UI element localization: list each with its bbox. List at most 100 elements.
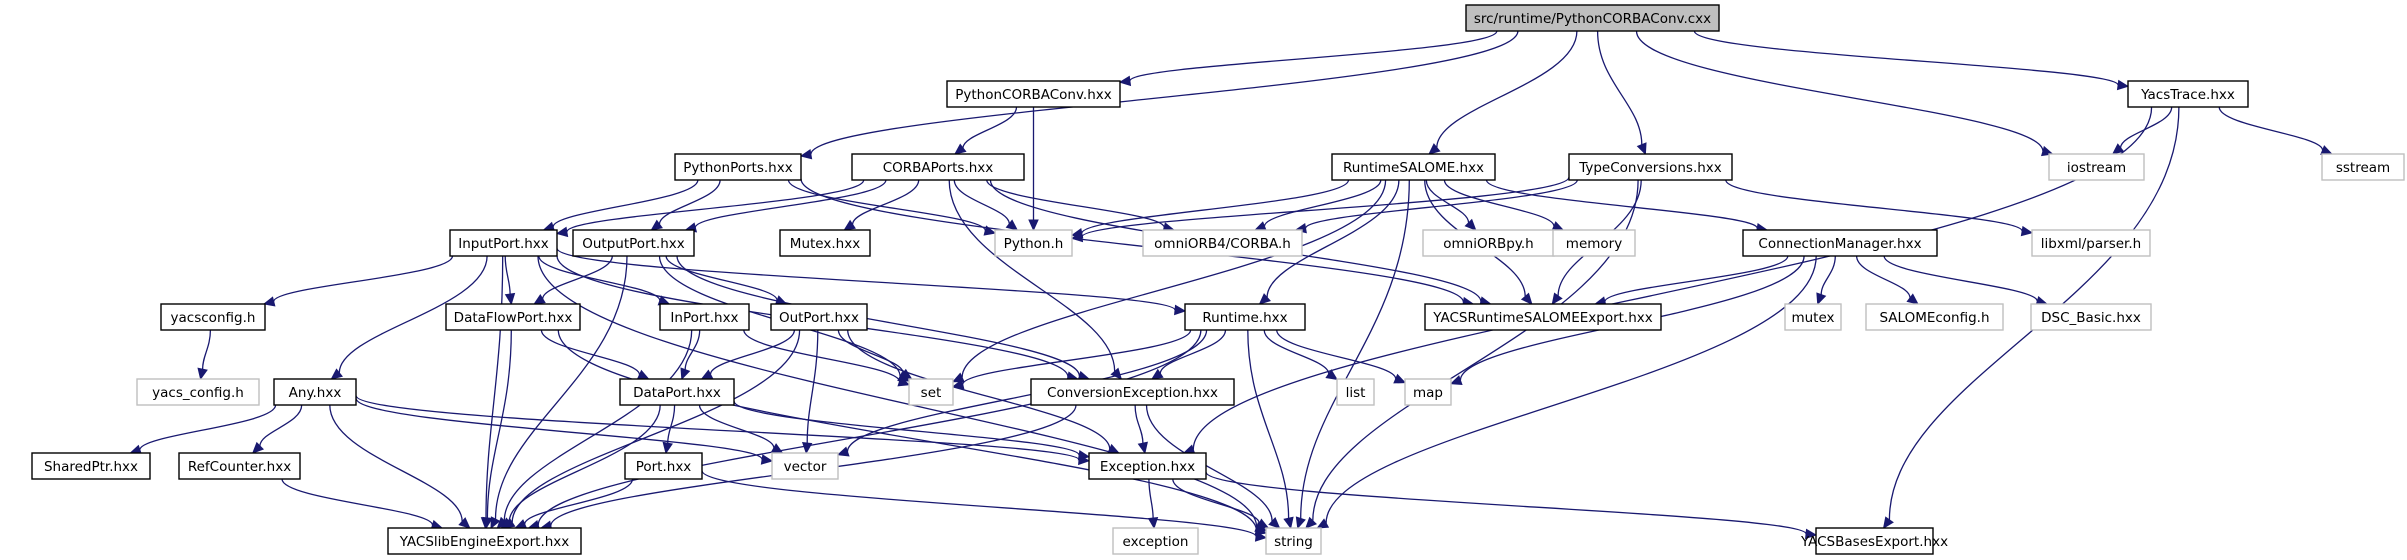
edge-rtsalome-to-memory	[1443, 179, 1565, 231]
node-basesexport[interactable]: YACSBasesExport.hxx	[1800, 527, 1948, 555]
node-box	[2321, 153, 2405, 181]
node-label: OutputPort.hxx	[582, 236, 684, 252]
node-label: CORBAPorts.hxx	[883, 160, 994, 176]
edge-inport-to-dataport	[680, 329, 701, 381]
arrowhead-icon	[1254, 221, 1267, 232]
edge-dataport-to-port	[662, 404, 676, 455]
edge-pyports-to-rtexport	[800, 178, 1475, 308]
node-box	[1331, 153, 1496, 181]
node-label: SharedPtr.hxx	[44, 459, 138, 475]
arrowhead-icon	[1316, 518, 1330, 529]
node-dataflowport[interactable]: DataFlowPort.hxx	[445, 303, 581, 331]
edge-line	[1263, 329, 1330, 374]
node-sstream: sstream	[2321, 153, 2405, 181]
arrowhead-icon	[500, 517, 513, 529]
edge-runtime-to-string	[1247, 329, 1294, 530]
node-dscbasic: DSC_Basic.hxx	[2030, 303, 2152, 331]
edge-connmgr-to-string	[1316, 255, 1817, 529]
node-box	[1784, 303, 1842, 331]
edge-connmgr-to-rtexport	[1594, 255, 1789, 307]
node-port[interactable]: Port.hxx	[624, 452, 703, 480]
edge-line	[962, 329, 1192, 385]
edge-line	[1276, 329, 1397, 380]
node-outport[interactable]: OutPort.hxx	[770, 303, 868, 331]
node-label: yacsconfig.h	[171, 310, 256, 326]
node-exception[interactable]: Exception.hxx	[1088, 452, 1207, 480]
edge-line	[1263, 179, 1382, 227]
nodes-layer: src/runtime/PythonCORBAConv.cxxPythonCOR…	[31, 4, 2405, 555]
node-label: YACSBasesExport.hxx	[1800, 534, 1948, 550]
node-typeconv[interactable]: TypeConversions.hxx	[1568, 153, 1733, 181]
node-vector: vector	[771, 452, 839, 480]
edge-line	[1300, 179, 1410, 519]
node-outputport[interactable]: OutputPort.hxx	[572, 229, 695, 257]
node-stdexception: exception	[1112, 527, 1199, 555]
node-pyports[interactable]: PythonPorts.hxx	[674, 153, 802, 181]
arrowhead-icon	[1305, 516, 1318, 529]
node-root[interactable]: src/runtime/PythonCORBAConv.cxx	[1465, 4, 1720, 32]
node-box	[2048, 153, 2145, 181]
edge-dataport-to-exception	[733, 400, 1091, 461]
node-convexc[interactable]: ConversionException.hxx	[1030, 378, 1235, 406]
node-any[interactable]: Any.hxx	[273, 378, 357, 406]
edge-line	[810, 30, 1519, 155]
arrowhead-icon	[1393, 373, 1407, 384]
edge-root-to-pyports	[799, 30, 1519, 160]
edge-line	[851, 179, 920, 225]
edge-pyports-to-pythonh	[787, 179, 997, 236]
arrowhead-icon	[1551, 292, 1563, 305]
node-label: omniORB4/CORBA.h	[1154, 236, 1291, 252]
node-label: DSC_Basic.hxx	[2041, 310, 2141, 326]
node-connmgr[interactable]: ConnectionManager.hxx	[1742, 229, 1938, 257]
edge-rtsalome-to-omniorb	[1254, 179, 1382, 232]
node-box	[31, 452, 151, 480]
node-sharedptr[interactable]: SharedPtr.hxx	[31, 452, 151, 480]
node-label: Python.h	[1004, 236, 1064, 252]
edge-line	[1436, 30, 1578, 148]
edge-line	[1693, 30, 2119, 86]
arrowhead-icon	[1464, 218, 1477, 231]
arrowhead-icon	[899, 368, 913, 380]
edge-root-to-yacstrace	[1693, 30, 2130, 91]
node-corbaports[interactable]: CORBAPorts.hxx	[851, 153, 1025, 181]
node-label: list	[1346, 385, 1366, 401]
node-inport[interactable]: InPort.hxx	[659, 303, 750, 331]
edge-inputport-to-inport	[538, 255, 671, 306]
arrowhead-icon	[1295, 516, 1306, 530]
node-pcch[interactable]: PythonCORBAConv.hxx	[946, 80, 1121, 108]
arrowhead-icon	[490, 516, 501, 530]
arrowhead-icon	[482, 516, 493, 530]
edge-line	[1304, 179, 1578, 229]
arrowhead-icon	[951, 372, 965, 383]
node-label: YACSRuntimeSALOMEExport.hxx	[1432, 310, 1653, 326]
node-label: OutPort.hxx	[779, 310, 859, 326]
node-rtexport[interactable]: YACSRuntimeSALOMEExport.hxx	[1424, 303, 1662, 331]
node-yacstrace[interactable]: YacsTrace.hxx	[2127, 80, 2249, 108]
edges-layer	[129, 30, 2333, 542]
edge-line	[537, 329, 1202, 526]
node-refcounter[interactable]: RefCounter.hxx	[178, 452, 301, 480]
node-libengine[interactable]: YACSlibEngineExport.hxx	[387, 527, 582, 555]
node-yacsconfig[interactable]: yacsconfig.h	[160, 303, 266, 331]
edge-line	[2218, 106, 2324, 151]
edge-line	[556, 247, 1176, 311]
node-inputport[interactable]: InputPort.hxx	[449, 229, 558, 257]
edge-connmgr-to-salomeconfig	[1855, 255, 1919, 305]
edge-any-to-refcounter	[251, 404, 303, 454]
node-dataport[interactable]: DataPort.hxx	[619, 378, 735, 406]
edge-line	[538, 255, 661, 301]
arrowhead-icon	[843, 219, 856, 231]
node-label: TypeConversions.hxx	[1578, 160, 1722, 176]
edge-inputport-to-libengine	[480, 255, 504, 530]
edge-connmgr-to-dscbasic	[1883, 255, 2049, 307]
edge-line	[658, 179, 721, 225]
node-box	[1265, 527, 1322, 555]
node-mutexh[interactable]: Mutex.hxx	[779, 229, 871, 257]
node-rtsalome[interactable]: RuntimeSALOME.hxx	[1331, 153, 1496, 181]
edge-port-to-string	[701, 470, 1268, 542]
edge-line	[524, 478, 634, 525]
node-runtime[interactable]: Runtime.hxx	[1184, 303, 1306, 331]
arrowhead-icon	[197, 367, 208, 381]
edge-line	[1596, 30, 1643, 145]
node-box	[273, 378, 357, 406]
